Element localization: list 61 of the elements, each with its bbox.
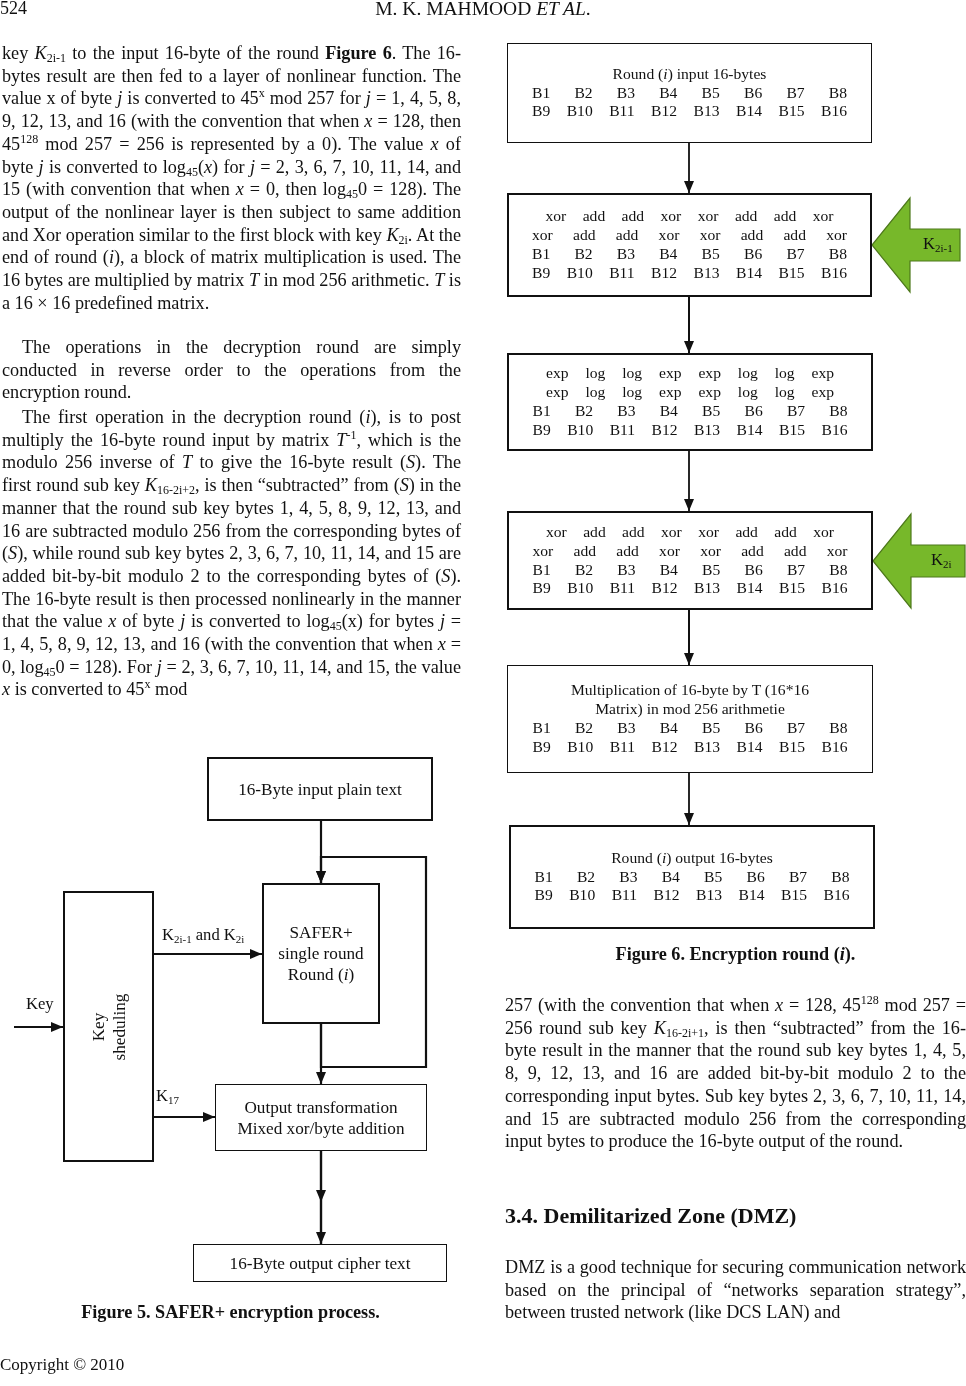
byte-row: B1 B2 B3 B4 B5 B6 B7 B8 <box>532 83 847 103</box>
arrow <box>684 450 694 512</box>
byte-row: B9 B10 B11 B12 B13 B14 B15 B16 <box>532 263 847 283</box>
operation-row: exp log log exp exp log log exp <box>546 383 834 402</box>
operation-row: xor add add xor xor add add xor <box>532 541 848 561</box>
process-box <box>507 665 873 773</box>
process-box <box>63 891 154 1162</box>
body-paragraph: The operations in the decryption round are simply conducted in reverse order to the operations from the encryption round. <box>2 336 461 405</box>
box-heading: Round (i) output 16-bytes <box>611 848 773 868</box>
running-head: M. K. MAHMOOD ET AL. <box>374 0 592 19</box>
box-label: Mixed xor/byte addition <box>237 1117 405 1139</box>
operation-row: exp log log exp exp log log exp <box>546 364 834 384</box>
byte-row: B1 B2 B3 B4 B5 B6 B7 B8 <box>532 560 848 580</box>
process-box <box>507 43 872 143</box>
byte-row: B9 B10 B11 B12 B13 B14 B15 B16 <box>532 737 848 757</box>
box-heading: Round (i) input 16-bytes <box>612 64 767 84</box>
arrow <box>684 142 694 194</box>
process-box <box>215 1084 427 1151</box>
arrow <box>153 949 263 959</box>
process-box <box>507 193 872 297</box>
operation-row: xor add add xor xor add add xor <box>545 207 834 227</box>
byte-row: B1 B2 B3 B4 B5 B6 B7 B8 <box>532 245 847 264</box>
byte-row: B9 B10 B11 B12 B13 B14 B15 B16 <box>532 420 848 440</box>
byte-row: B9 B10 B11 B12 B13 B14 B15 B16 <box>532 102 847 122</box>
box-label: 16-Byte input plain text <box>238 778 402 800</box>
byte-row: B1 B2 B3 B4 B5 B6 B7 B8 <box>532 402 848 421</box>
operation-row: xor add add xor xor add add xor <box>546 522 834 542</box>
body-paragraph: 257 (with the convention that when x = 128, 45$^{128}$ mod 257 = 256 round sub key K$_{16-2i+1}$, is then “subtracted” from the 16-byte result in the manner that the round sub key bytes 1, 4, 5, 8, 9, 12, 13, and 16 are added bit-by-bit modulo 2 to the corresponding input bytes. Sub key bytes 2, 3, 6, 7, 10, 11, 14, and 15 are subtracted modulo 256 from the corresponding input bytes to produce the 16-byte output of the round. <box>505 994 966 1153</box>
byte-row: B9 B10 B11 B12 B13 B14 B15 B16 <box>532 579 848 599</box>
byte-row: B9 B10 B11 B12 B13 B14 B15 B16 <box>534 886 850 906</box>
process-box <box>262 883 380 1024</box>
block-arrow <box>872 512 966 610</box>
body-paragraph: key K$_{2i-1}$ to the input 16-byte of the round Figure 6. The 16-bytes result are then fed to a layer of nonlinear function. The value x of byte j is converted to 45$^{x}$ mod 257 for j = 1, 4, 5, 8, 9, 12, 13, and 16 (with the convention that when x = 128, then 45$^{128}$ mod 257 = 256 is represented by a 0). The value x of byte j is converted to log$_{45}$(x) for j = 2, 3, 6, 7, 10, 11, 14, and 15 (with convention that when x = 0, then log$_{45}$0 = 128). The output of the nonlinear layer is then subject to same addition and Xor operation similar to the first block with key K$_{2i}$. At the end of round (i), a block of matrix multiplication is used. The 16 bytes are multiplied by matrix T in mod 256 arithmetic. T is a 16 × 16 predefined matrix. <box>2 42 461 315</box>
arrow <box>684 772 694 826</box>
body-paragraph: The first operation in the decryption round (i), is to post multiply the 16-byte round input by matrix T$^{-1}$, which is the modulo 256 inverse of T to give the 16-byte result (S). The first round sub key K$_{16-2i+2}$, is then “subtracted” from (S) in the manner that the round sub key bytes 1, 4, 5, 8, 9, 12, 13, and 16 are subtracted modulo 256 from the corresponding bytes of (S), while round sub key bytes 2, 3, 6, 7, 10, 11, 14, and 15 are added bit-by-bit modulo 2 to the corresponding bytes of (S). The 16-byte result is then processed nonlinearly in the manner that the value x of byte j is converted to log$_{45}$(x) for bytes j = 1, 4, 5, 8, 9, 12, 13, and 16 (with the convention that when x = 0, log$_{45}$0 = 128). For j = 2, 3, 6, 7, 10, 11, 14, and 15, the value x is converted to 45$^{x}$ mod <box>2 406 461 702</box>
edge-label: K$_{2i-1}$ and K$_{2i}$ <box>161 925 246 944</box>
box-label: Key sheduling <box>87 992 130 1062</box>
byte-row: B1 B2 B3 B4 B5 B6 B7 B8 <box>534 867 850 887</box>
process-box <box>509 825 875 929</box>
figure-caption: Figure 6. Encryption round (i). <box>614 943 857 966</box>
arrow <box>316 1151 326 1244</box>
process-box <box>507 511 873 610</box>
arrow <box>153 1112 216 1122</box>
copyright-notice: Copyright © 2010 <box>0 1355 126 1375</box>
box-label: 16-Byte output cipher text <box>229 1252 411 1274</box>
process-box <box>193 1244 447 1282</box>
body-paragraph: DMZ is a good technique for securing communication network based on the principal of “networks separation strategy”, between trusted network (like DCS LAN) and <box>505 1256 966 1325</box>
page-number: 524 <box>0 0 28 18</box>
arrow <box>684 296 694 354</box>
process-box <box>507 353 873 451</box>
byte-row: B1 B2 B3 B4 B5 B6 B7 B8 <box>532 719 848 738</box>
box-label: Output transformation <box>244 1096 398 1118</box>
section-heading: 3.4. Demilitarized Zone (DMZ) <box>505 1203 798 1229</box>
arrow <box>13 1022 64 1032</box>
arrow <box>684 609 694 666</box>
arrow <box>316 855 428 1069</box>
box-label: Round (i) <box>286 964 356 985</box>
process-box <box>207 757 433 821</box>
figure-caption: Figure 5. SAFER+ encryption process. <box>80 1301 381 1324</box>
box-heading: Multiplication of 16-byte by T (16*16 Matrix) in mod 256 arithmetie <box>569 681 811 719</box>
operation-row: xor add add xor xor add add xor <box>532 226 847 245</box>
